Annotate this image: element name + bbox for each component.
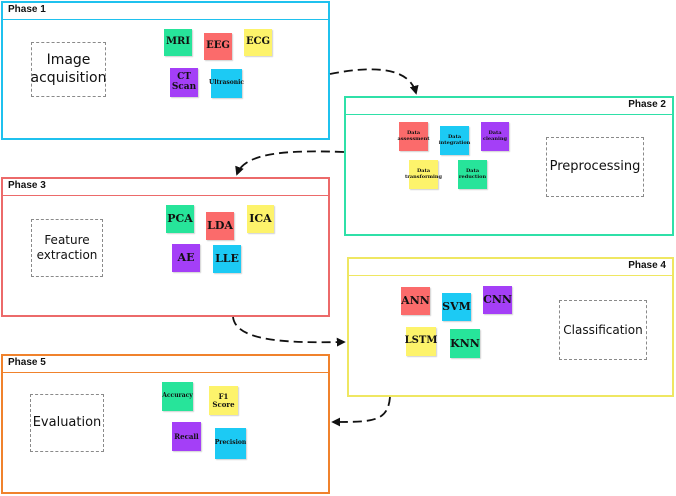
note-ann: ANN (401, 287, 430, 315)
note-accuracy: Accuracy (162, 382, 193, 411)
phase-3-title: Phase 3 (8, 180, 46, 191)
evaluation-stage: Evaluation (30, 394, 104, 452)
note-ae: AE (172, 244, 200, 272)
arrow-phase3-to-phase4 (232, 316, 346, 347)
note-cnn: CNN (483, 286, 512, 314)
note-data-integration: Data integration (439, 126, 470, 155)
phase-3-header: Phase 3 (3, 179, 328, 196)
phase-1-header: Phase 1 (3, 3, 328, 20)
image-acquisition-stage: Image acquisition (31, 42, 106, 97)
phase-4-title: Phase 4 (628, 260, 666, 271)
phase-3-panel: Phase 3 (1, 177, 330, 317)
note-recall: Recall (172, 422, 201, 451)
note-knn: KNN (450, 329, 480, 358)
note-lle: LLE (213, 245, 241, 273)
note-lda: LDA (206, 212, 234, 240)
note-ultrasonic: Ultrasonic (209, 69, 244, 98)
phase-2-header: Phase 2 (346, 98, 672, 115)
note-data-cleaning: Data cleaning (481, 122, 509, 151)
note-f1-score: F1 Score (209, 386, 238, 415)
phase-5-title: Phase 5 (8, 357, 46, 368)
phase-5-panel: Phase 5 (1, 354, 330, 494)
note-precision: Precision (215, 428, 246, 459)
phase-2-title: Phase 2 (628, 99, 666, 110)
arrow-phase4-to-phase5 (331, 396, 391, 427)
arrow-phase2-to-phase3 (235, 150, 345, 176)
phase-1-title: Phase 1 (8, 4, 46, 15)
phase-4-panel: Phase 4 (347, 257, 674, 397)
note-eeg: EEG (204, 33, 232, 60)
note-data-assessment: Data assessment (397, 122, 430, 151)
phase-2-panel: Phase 2 (344, 96, 674, 236)
feature-extraction-stage: Feature extraction (31, 219, 103, 277)
phase-1-panel: Phase 1 (1, 1, 330, 140)
note-data-transforming: Data transforming (405, 160, 442, 189)
note-ct-scan: CT Scan (170, 68, 198, 97)
phase-4-header: Phase 4 (349, 259, 672, 276)
note-mri: MRI (164, 29, 192, 56)
note-lstm: LSTM (405, 327, 437, 356)
phase-5-header: Phase 5 (3, 356, 328, 373)
arrow-phase1-to-phase2 (329, 68, 419, 95)
note-pca: PCA (166, 205, 194, 233)
classification-stage: Classification (559, 300, 647, 360)
note-ecg: ECG (244, 29, 272, 56)
note-data-reduction: Data reduction (458, 160, 487, 189)
note-ica: ICA (247, 205, 274, 233)
note-svm: SVM (442, 293, 471, 321)
preprocessing-stage: Preprocessing (546, 137, 644, 197)
